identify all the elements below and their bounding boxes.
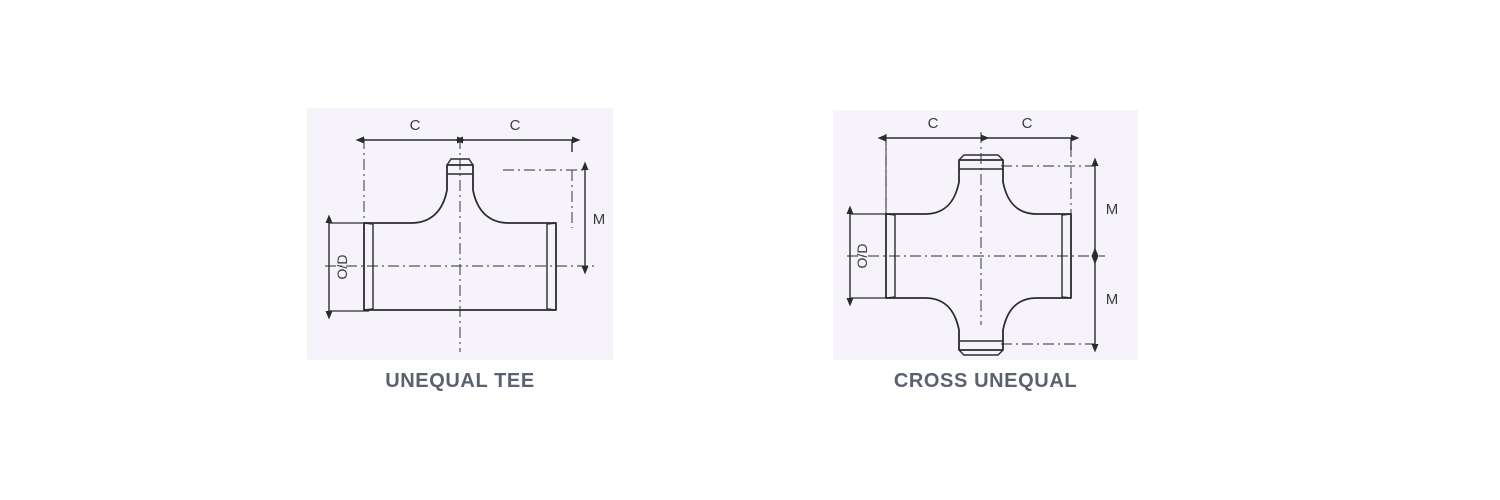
- dimension-label-c-right: C: [1022, 115, 1033, 132]
- figure-caption-unequal-tee: UNEQUAL TEE: [385, 370, 535, 392]
- tee-body-outline: [363, 164, 557, 311]
- extension-lines: [325, 138, 595, 352]
- cross-unequal-drawing: C C O/D M M: [846, 115, 1119, 356]
- dimension-run-lengths: C C: [877, 115, 1080, 150]
- cross-weld-end-details: [885, 154, 1072, 356]
- figure-panel-background: [833, 110, 1138, 360]
- dimension-branch-heights: M M: [1091, 157, 1119, 353]
- dimension-branch-height: M: [581, 161, 606, 275]
- dimension-label-c-right: C: [510, 117, 521, 134]
- cross-body-outline: [885, 159, 1072, 351]
- tee-weld-end-details: [363, 158, 557, 311]
- figure-caption-cross-unequal: CROSS UNEQUAL: [893, 370, 1078, 392]
- dimension-label-c-left: C: [928, 115, 939, 132]
- dimension-run-lengths: C C: [355, 117, 581, 152]
- figure-unequal-tee: C C O/D M: [307, 108, 613, 400]
- figure-cross-unequal: C C O/D M M: [833, 110, 1138, 400]
- dimension-label-c-left: C: [410, 117, 421, 134]
- dimension-label-m-top: M: [1106, 201, 1119, 218]
- dimension-label-m-bottom: M: [1106, 291, 1119, 308]
- dimension-outside-diameter: O/D: [325, 214, 369, 320]
- unequal-tee-drawing: C C O/D M: [325, 117, 606, 352]
- figure-panel-background: [307, 108, 613, 360]
- dimension-label-m: M: [593, 211, 606, 228]
- dimension-outside-diameter: O/D: [846, 205, 891, 307]
- dimension-label-od: O/D: [334, 255, 350, 280]
- dimension-label-od: O/D: [854, 244, 870, 269]
